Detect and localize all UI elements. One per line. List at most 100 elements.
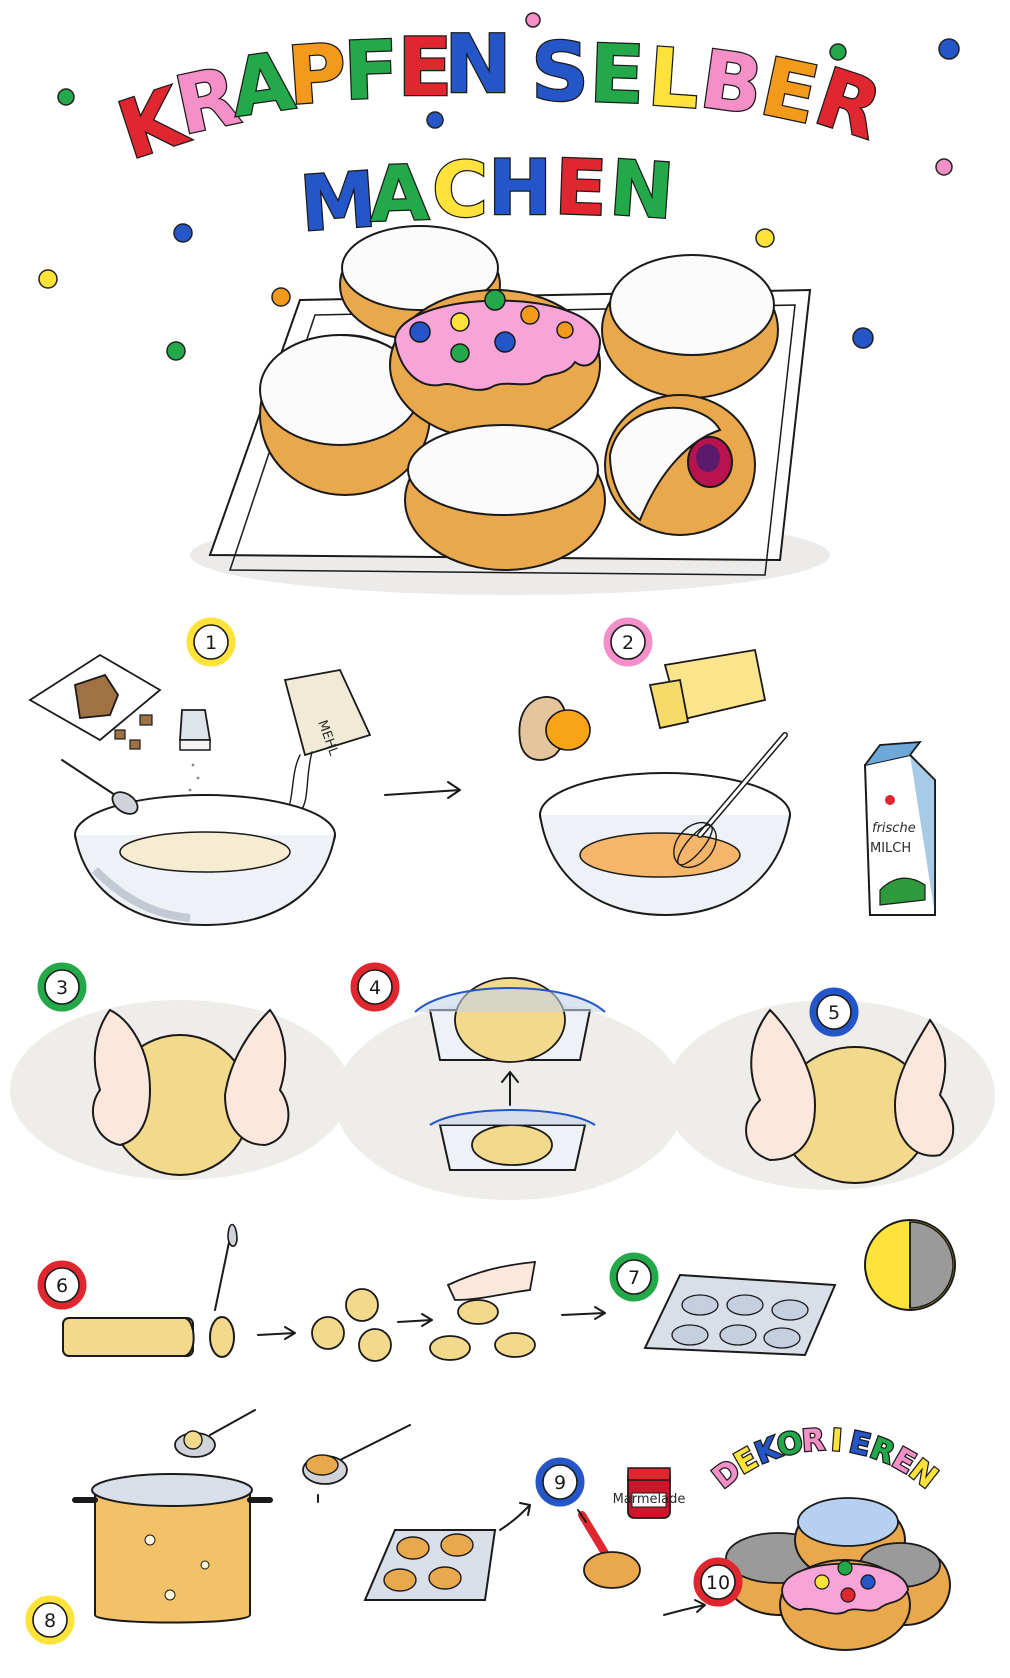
step-badge-ring [350,962,400,1012]
milk-carton-icon: frische MILCH [863,740,936,916]
step-badges: 1 2 3 4 5 6 7 8 9 10 [25,617,859,1645]
syringe-icon [577,1509,612,1562]
krapfen-sugar [601,254,779,399]
step-badge-9: 9 [535,1457,585,1507]
title-letter: L [645,30,702,126]
yeast-cube-icon [73,673,120,719]
title-letter: F [342,23,400,118]
step-number: 6 [56,1275,68,1297]
step-badge-ring [693,1557,743,1607]
step-3-illustration [10,1000,350,1180]
mixing-bowl-icon [74,794,336,927]
step-badge-8: 8 [25,1595,75,1645]
step-badge-ring [609,1252,659,1302]
step-badge-outline [610,624,646,660]
step-7-illustration [643,1219,956,1357]
step-2-illustration: frische MILCH [518,648,936,917]
step-1-illustration: MEHL [28,653,372,927]
step-number: 8 [44,1610,56,1632]
step-badge-outline [44,1267,80,1303]
arrow-rising [501,1071,519,1106]
jam-jar-icon: Marmelade [613,1467,686,1519]
step-badge-outline [357,969,393,1005]
title-letter: H [488,143,552,232]
step-6-illustration [62,1223,606,1362]
step-5-illustration [665,1000,995,1190]
decorate-letter: I [830,1423,844,1459]
step-4-illustration [335,977,685,1200]
step-badge-outline [700,1564,736,1600]
title-letter: C [432,145,488,234]
step-badge-ring [25,1595,75,1645]
title-letter: A [225,34,299,135]
step-badge-outline [616,1259,652,1295]
step-number: 2 [622,632,634,654]
step-badge-ring [535,1457,585,1507]
title-letter: N [445,18,512,111]
arrow-step-6a [257,1326,296,1340]
title-letter: E [553,142,608,233]
cooling-tray [363,1529,497,1601]
step-8-illustration [72,1409,531,1624]
title-letter: A [368,148,430,239]
title-letter: S [531,26,589,119]
step-badge-outline [32,1602,68,1638]
cooking-pot-icon [72,1473,273,1624]
timer-icon [864,1219,956,1311]
rising-dough-bowl-risen [414,977,606,1063]
krapfen-jam [604,394,756,536]
arrow-step-9-to-10 [663,1599,706,1616]
step-badge-ring [37,962,87,1012]
krapfen-plate-illustration [190,225,830,595]
krapfen-sugar [404,424,606,571]
title-letter: E [398,21,453,114]
milk-name-text: MILCH [870,841,911,856]
whisk-icon [673,732,788,869]
step-badge-ring [809,987,859,1037]
rising-dough-bowl-fresh [429,1109,596,1171]
step-number: 1 [205,632,217,654]
milk-brand-text: frische [872,821,916,836]
title-letter: E [588,27,646,122]
arrow-step-6b [397,1313,433,1327]
step-number: 5 [828,1002,840,1024]
step-number: 9 [554,1472,566,1494]
decorated-krapfen-group [724,1497,951,1651]
krapfen-sugar [259,334,431,496]
step-badge-1: 1 [186,617,236,667]
arrow-step-8-to-9 [499,1502,531,1531]
step-badge-ring [37,1260,87,1310]
mixing-bowl-icon [539,772,791,917]
step-number: 10 [706,1572,730,1594]
title-letter: B [695,32,768,133]
step-badge-7: 7 [609,1252,659,1302]
step-badge-10: 10 [693,1557,743,1607]
step-badge-ring [603,617,653,667]
title-letter: P [285,26,350,123]
step-badge-outline [816,994,852,1030]
title-letter: M [297,155,379,249]
step-9-illustration: Marmelade [577,1467,706,1616]
step-number: 4 [369,977,381,999]
krapfen-pink-icing [389,289,602,441]
jam-jar-label: Marmelade [613,1492,686,1507]
butter-icon [648,648,767,730]
step-badge-5: 5 [809,987,859,1037]
salt-shaker-icon [179,709,212,792]
step-badge-3: 3 [37,962,87,1012]
step-badge-outline [44,969,80,1005]
egg-icon [518,696,591,761]
decorate-letter: R [800,1423,826,1460]
step-number: 7 [628,1267,640,1289]
step-badge-outline [193,624,229,660]
step-number: 3 [56,977,68,999]
step-badge-outline [542,1464,578,1500]
step-badge-6: 6 [37,1260,87,1310]
